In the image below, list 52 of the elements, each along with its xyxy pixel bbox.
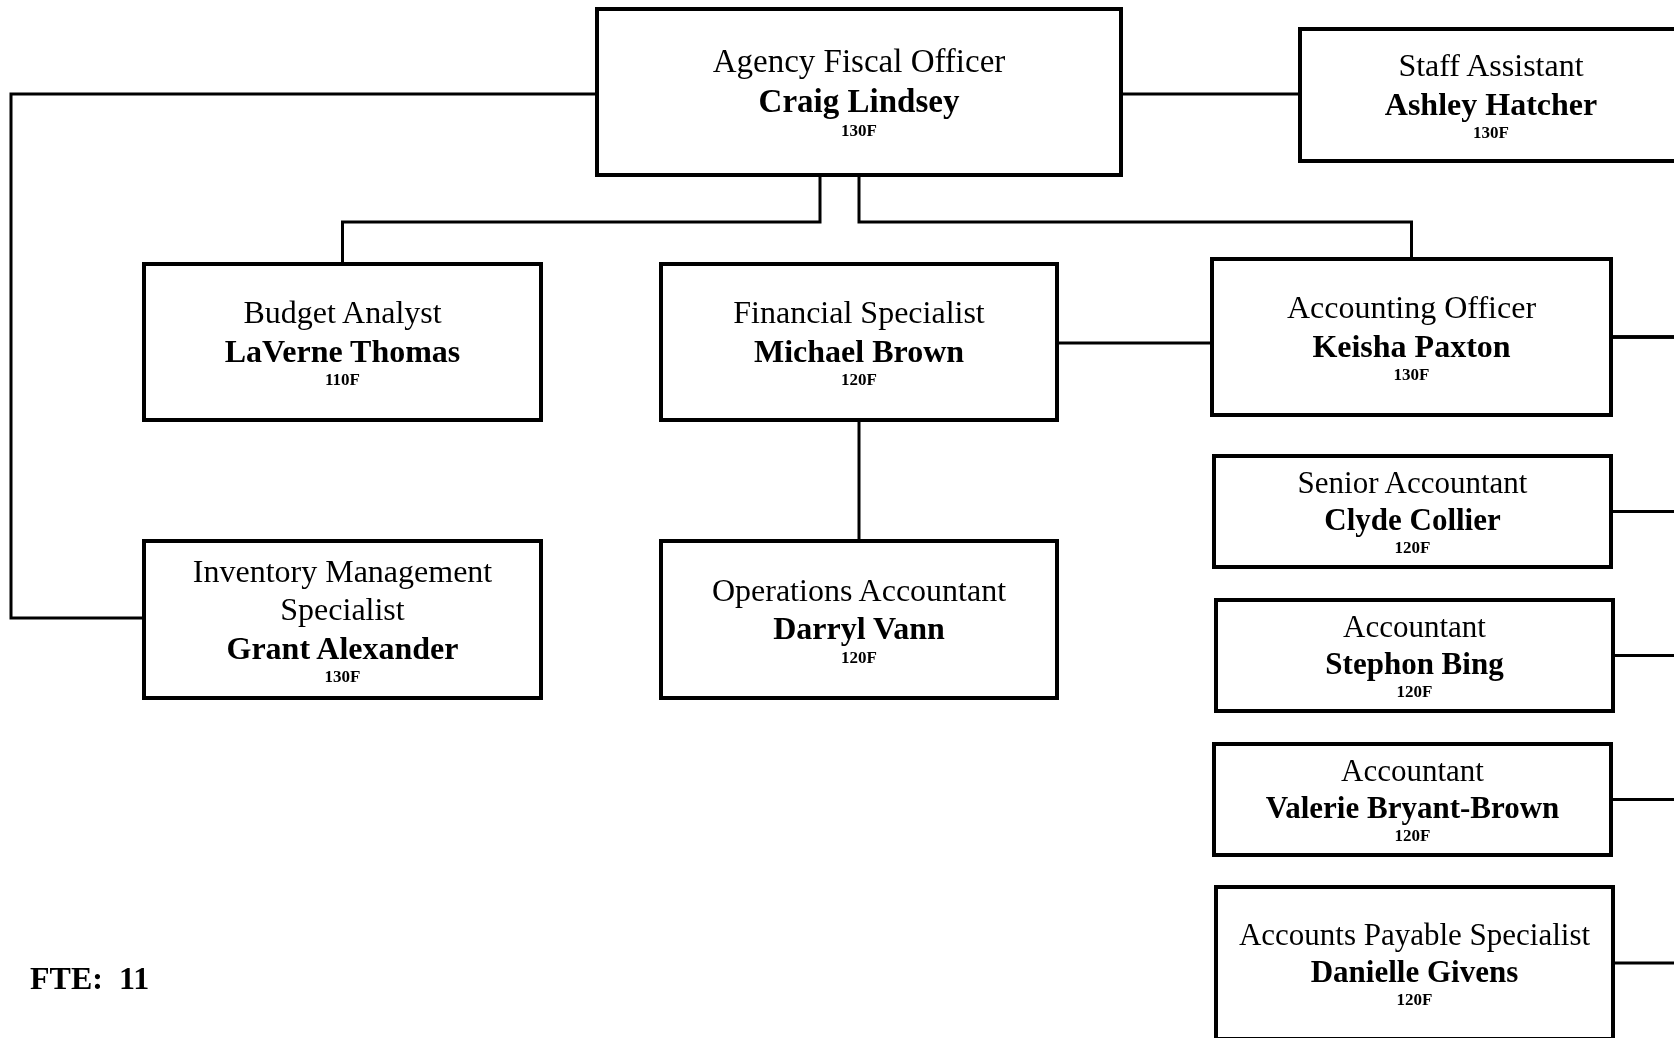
employee-name: Craig Lindsey — [758, 81, 960, 121]
pay-grade: 130F — [324, 666, 361, 688]
pay-grade: 120F — [1394, 826, 1431, 847]
pay-grade: 120F — [1394, 538, 1431, 559]
position-box — [1210, 257, 1613, 417]
pay-grade: 120F — [1396, 990, 1433, 1011]
job-title: Budget Analyst — [243, 293, 442, 332]
position-box — [1212, 742, 1613, 857]
employee-name: Keisha Paxton — [1312, 326, 1511, 366]
connector-line — [1123, 92, 1298, 96]
position-box — [1298, 27, 1674, 163]
employee-name: Valerie Bryant-Brown — [1265, 789, 1560, 827]
job-title: Operations Accountant — [711, 570, 1007, 610]
position-box — [1214, 598, 1615, 713]
connector-line — [857, 177, 1413, 257]
position-box — [659, 262, 1059, 422]
pay-grade: 120F — [1396, 682, 1433, 703]
pay-grade: 110F — [325, 370, 360, 391]
position-box — [1212, 454, 1613, 569]
pay-grade: 130F — [1393, 365, 1430, 386]
position-box — [659, 539, 1059, 700]
job-title: Accountant — [1341, 752, 1484, 790]
pay-grade: 130F — [1473, 123, 1509, 144]
employee-name: Ashley Hatcher — [1384, 84, 1598, 124]
position-box — [1214, 885, 1615, 1038]
position-box — [595, 7, 1123, 177]
connector-line — [9, 92, 595, 620]
pay-grade: 120F — [841, 647, 877, 669]
job-title: Staff Assistant — [1398, 46, 1584, 85]
job-title: Accounts Payable Specialist — [1238, 915, 1591, 953]
position-box — [142, 262, 543, 422]
employee-name: Danielle Givens — [1310, 952, 1519, 990]
employee-name: Stephon Bing — [1325, 645, 1504, 683]
job-title: Financial Specialist — [733, 293, 985, 332]
job-title: Accountant — [1343, 608, 1486, 646]
job-title: Senior Accountant — [1297, 464, 1528, 502]
employee-name: Clyde Collier — [1324, 501, 1501, 539]
job-title: Accounting Officer — [1286, 288, 1537, 327]
employee-name: Michael Brown — [753, 331, 965, 371]
connector-line — [857, 422, 861, 539]
employee-name: Darryl Vann — [773, 609, 945, 648]
employee-name: Grant Alexander — [226, 628, 459, 667]
fte-count: FTE: 11 — [30, 960, 150, 997]
position-box — [142, 539, 543, 700]
pay-grade: 130F — [841, 121, 877, 142]
connector-line — [341, 177, 822, 262]
connector-line — [1059, 341, 1210, 345]
employee-name: LaVerne Thomas — [224, 331, 461, 371]
job-title: Inventory Management Specialist — [191, 551, 494, 629]
connector-line — [1613, 335, 1674, 965]
pay-grade: 120F — [841, 370, 877, 391]
job-title: Agency Fiscal Officer — [712, 42, 1006, 82]
